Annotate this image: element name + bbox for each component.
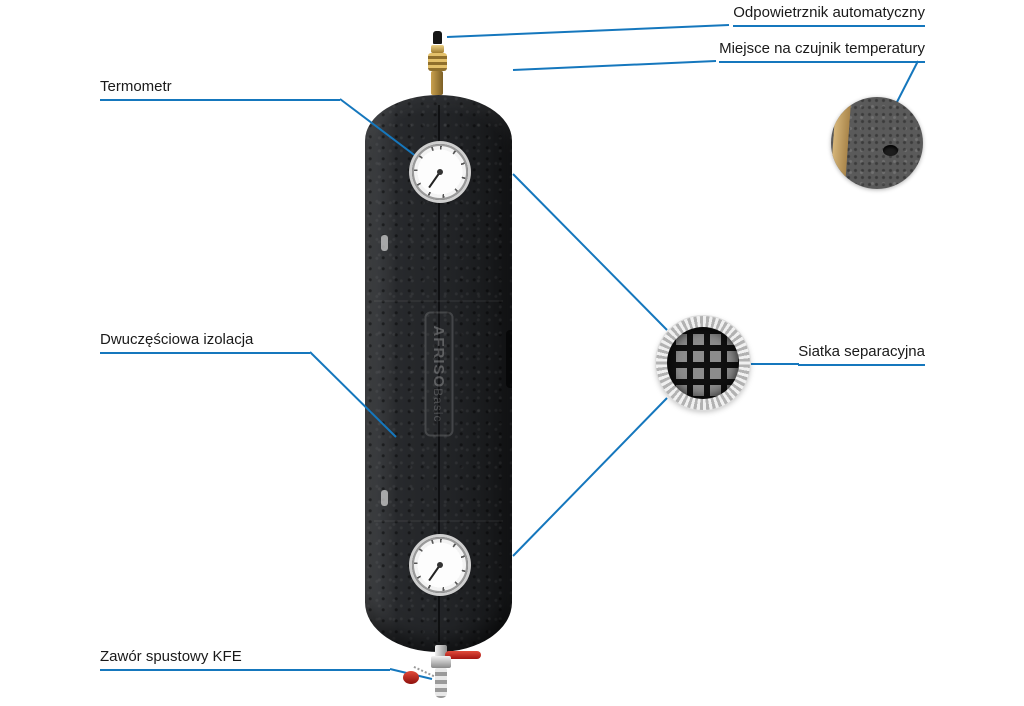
drain-valve [395, 645, 495, 705]
line-air-vent [446, 24, 730, 38]
insulation-seam-vertical [437, 105, 440, 642]
temp-sensor-inset-photo [831, 97, 923, 189]
gauge-needle [428, 564, 441, 582]
air-vent [423, 31, 451, 97]
drain-valve-handle [445, 651, 481, 659]
side-plug-bottom [381, 490, 388, 506]
brand-logo: AFRISOBasic [424, 310, 453, 437]
line-temp-inset [896, 60, 919, 103]
label-drain-valve: Zawór spustowy KFE [100, 648, 390, 671]
label-air-vent: Odpowietrznik automatyczny [733, 4, 925, 27]
air-vent-cap [432, 31, 442, 44]
label-insulation-text: Dwuczęściowa izolacja [100, 331, 254, 348]
label-thermometer: Termometr [100, 78, 340, 101]
drain-cap [403, 671, 419, 684]
insulation-seam-horizontal-top [373, 300, 504, 302]
line-temp-sensor [512, 60, 717, 71]
label-temp-sensor: Miejsce na czujnik temperatury [719, 40, 925, 63]
label-mesh-text: Siatka separacyjna [798, 343, 925, 360]
drain-valve-body [431, 656, 451, 668]
air-vent-nut [430, 45, 444, 53]
insulation-seam-horizontal-bottom [373, 520, 504, 522]
label-air-vent-text: Odpowietrznik automatyczny [733, 4, 925, 21]
thermometer-bottom-gauge [412, 537, 468, 593]
label-temp-sensor-text: Miejsce na czujnik temperatury [719, 40, 925, 57]
drain-valve-stem [435, 645, 447, 657]
drain-valve-hose-barb [435, 668, 447, 698]
brand-series: Basic [431, 387, 445, 423]
line-mesh-lower [512, 397, 668, 557]
air-vent-body [427, 53, 447, 71]
insulation-groove [506, 330, 512, 388]
label-insulation: Dwuczęściowa izolacja [100, 331, 310, 354]
gauge-needle [428, 171, 441, 189]
thermometer-top-gauge [412, 144, 468, 200]
separation-mesh-grid [667, 327, 739, 399]
air-vent-base [431, 71, 443, 95]
line-mesh-upper [512, 173, 668, 331]
sensor-hole [883, 145, 898, 156]
sensor-strip [831, 102, 851, 186]
mesh-inset-photo [656, 316, 750, 410]
label-thermometer-text: Termometr [100, 78, 172, 95]
label-drain-valve-text: Zawór spustowy KFE [100, 648, 242, 665]
label-mesh: Siatka separacyjna [798, 343, 925, 366]
side-plug-top [381, 235, 388, 251]
brand-name: AFRISO [430, 324, 447, 388]
